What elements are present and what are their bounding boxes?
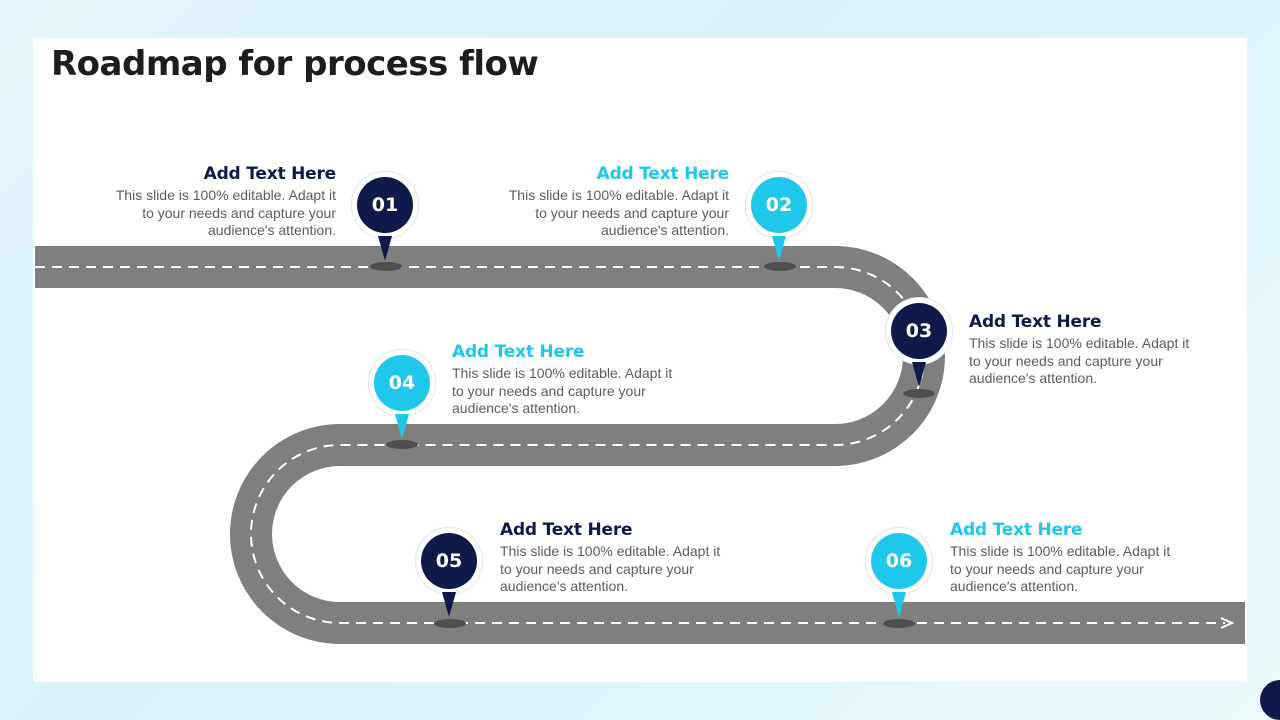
slide-title: Roadmap for process flow [51,44,539,84]
milestone-heading-01: Add Text Here [203,164,337,184]
body-line: to your needs and capture your [969,352,1163,369]
milestone-text-02: Add Text Here This slide is 100% editabl… [489,164,729,240]
body-line: to your needs and capture your [535,204,729,221]
milestone-text-04: Add Text Here This slide is 100% editabl… [452,342,692,418]
pin-pointer [395,414,409,439]
milestone-heading-02: Add Text Here [596,164,730,184]
milestone-heading-06: Add Text Here [950,520,1083,540]
milestone-number-06: 06 [871,533,927,589]
milestone-pin-04: 04 [369,350,435,439]
milestone-pin-01: 01 [352,172,418,261]
milestone-number-02: 02 [751,177,807,233]
milestone-number-01: 01 [357,177,413,233]
milestone-pin-06: 06 [866,528,932,617]
milestone-text-05: Add Text Here This slide is 100% editabl… [500,520,740,596]
body-line: This slide is 100% editable. Adapt it [115,187,336,203]
pin-shadow [386,440,418,449]
milestone-pin-02: 02 [746,172,812,261]
pin-pointer [912,362,926,387]
body-line: to your needs and capture your [950,560,1144,577]
pin-shadow [370,262,402,271]
body-line: This slide is 100% editable. Adapt it [969,335,1190,351]
body-line: This slide is 100% editable. Adapt it [508,187,729,203]
milestone-heading-04: Add Text Here [452,342,585,362]
body-line: audience's attention. [969,370,1097,386]
milestone-body-04: This slide is 100% editable. Adapt it to… [452,365,692,418]
milestone-text-03: Add Text Here This slide is 100% editabl… [969,312,1209,388]
milestone-body-01: This slide is 100% editable. Adapt it to… [96,187,336,240]
body-line: This slide is 100% editable. Adapt it [950,543,1171,559]
milestone-pin-03: 03 [886,298,952,387]
milestone-body-02: This slide is 100% editable. Adapt it to… [489,187,729,240]
body-line: audience's attention. [950,578,1078,594]
milestone-body-05: This slide is 100% editable. Adapt it to… [500,543,740,596]
milestone-number-03: 03 [891,303,947,359]
pin-shadow [434,619,466,628]
body-line: to your needs and capture your [142,204,336,221]
milestone-body-03: This slide is 100% editable. Adapt it to… [969,335,1209,388]
body-line: audience's attention. [601,222,729,238]
milestone-number-04: 04 [374,355,430,411]
body-line: audience's attention. [500,578,628,594]
body-line: This slide is 100% editable. Adapt it [452,365,673,381]
milestone-text-01: Add Text Here This slide is 100% editabl… [96,164,336,240]
milestone-number-05: 05 [421,533,477,589]
corner-decoration [1260,680,1280,720]
body-line: This slide is 100% editable. Adapt it [500,543,721,559]
milestone-heading-03: Add Text Here [969,312,1102,332]
pin-pointer [378,236,392,261]
milestone-pin-05: 05 [416,528,482,617]
body-line: audience's attention. [452,400,580,416]
body-line: to your needs and capture your [500,560,694,577]
body-line: audience's attention. [208,222,336,238]
road-end-arrow [1220,617,1235,629]
pin-shadow [764,262,796,271]
milestone-text-06: Add Text Here This slide is 100% editabl… [950,520,1190,596]
milestone-heading-05: Add Text Here [500,520,633,540]
pin-pointer [772,236,786,261]
milestone-body-06: This slide is 100% editable. Adapt it to… [950,543,1190,596]
slide-canvas [33,38,1247,682]
pin-pointer [892,592,906,617]
pin-shadow [903,389,935,398]
pin-pointer [442,592,456,617]
pin-shadow [883,619,915,628]
body-line: to your needs and capture your [452,382,646,399]
